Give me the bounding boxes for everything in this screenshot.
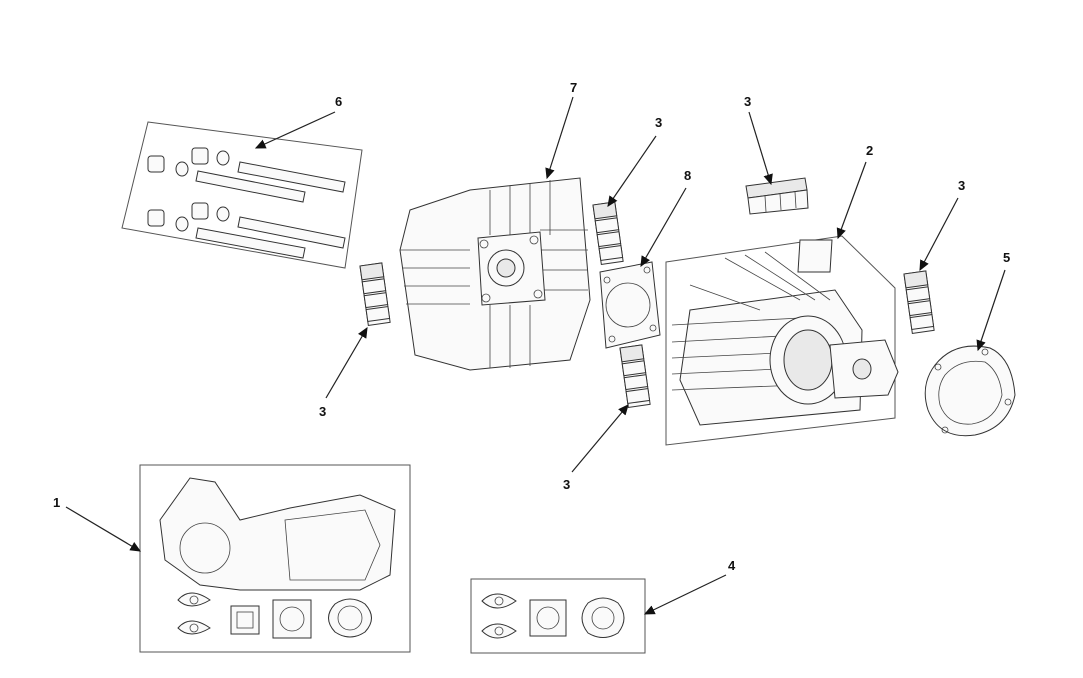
clip-part-3-e bbox=[745, 177, 809, 215]
head-gasket bbox=[599, 261, 661, 349]
callout-3-right: 3 bbox=[958, 178, 965, 193]
callout-5: 5 bbox=[1003, 250, 1010, 265]
callout-3-top: 3 bbox=[744, 94, 751, 109]
clip-part-3-a bbox=[359, 262, 391, 326]
clip-part-3-c bbox=[619, 344, 651, 408]
leader-lines bbox=[65, 96, 1006, 615]
callout-3-bottom: 3 bbox=[563, 477, 570, 492]
callout-8: 8 bbox=[684, 168, 691, 183]
callout-3-left: 3 bbox=[319, 404, 326, 419]
gasket-set-top-end bbox=[470, 578, 646, 654]
cylinder-head bbox=[399, 177, 591, 371]
clip-part-3-d bbox=[903, 270, 935, 334]
callout-2: 2 bbox=[866, 143, 873, 158]
callout-7: 7 bbox=[570, 80, 577, 95]
studs-nuts-kit bbox=[121, 121, 363, 269]
callout-4: 4 bbox=[728, 558, 736, 573]
base-gasket bbox=[924, 345, 1016, 437]
callout-1: 1 bbox=[53, 495, 60, 510]
callout-3-top-center: 3 bbox=[655, 115, 662, 130]
gasket-set-full bbox=[139, 464, 411, 653]
clip-part-3-b bbox=[592, 201, 624, 265]
callout-6: 6 bbox=[335, 94, 342, 109]
cylinder-piston-kit bbox=[665, 235, 899, 446]
